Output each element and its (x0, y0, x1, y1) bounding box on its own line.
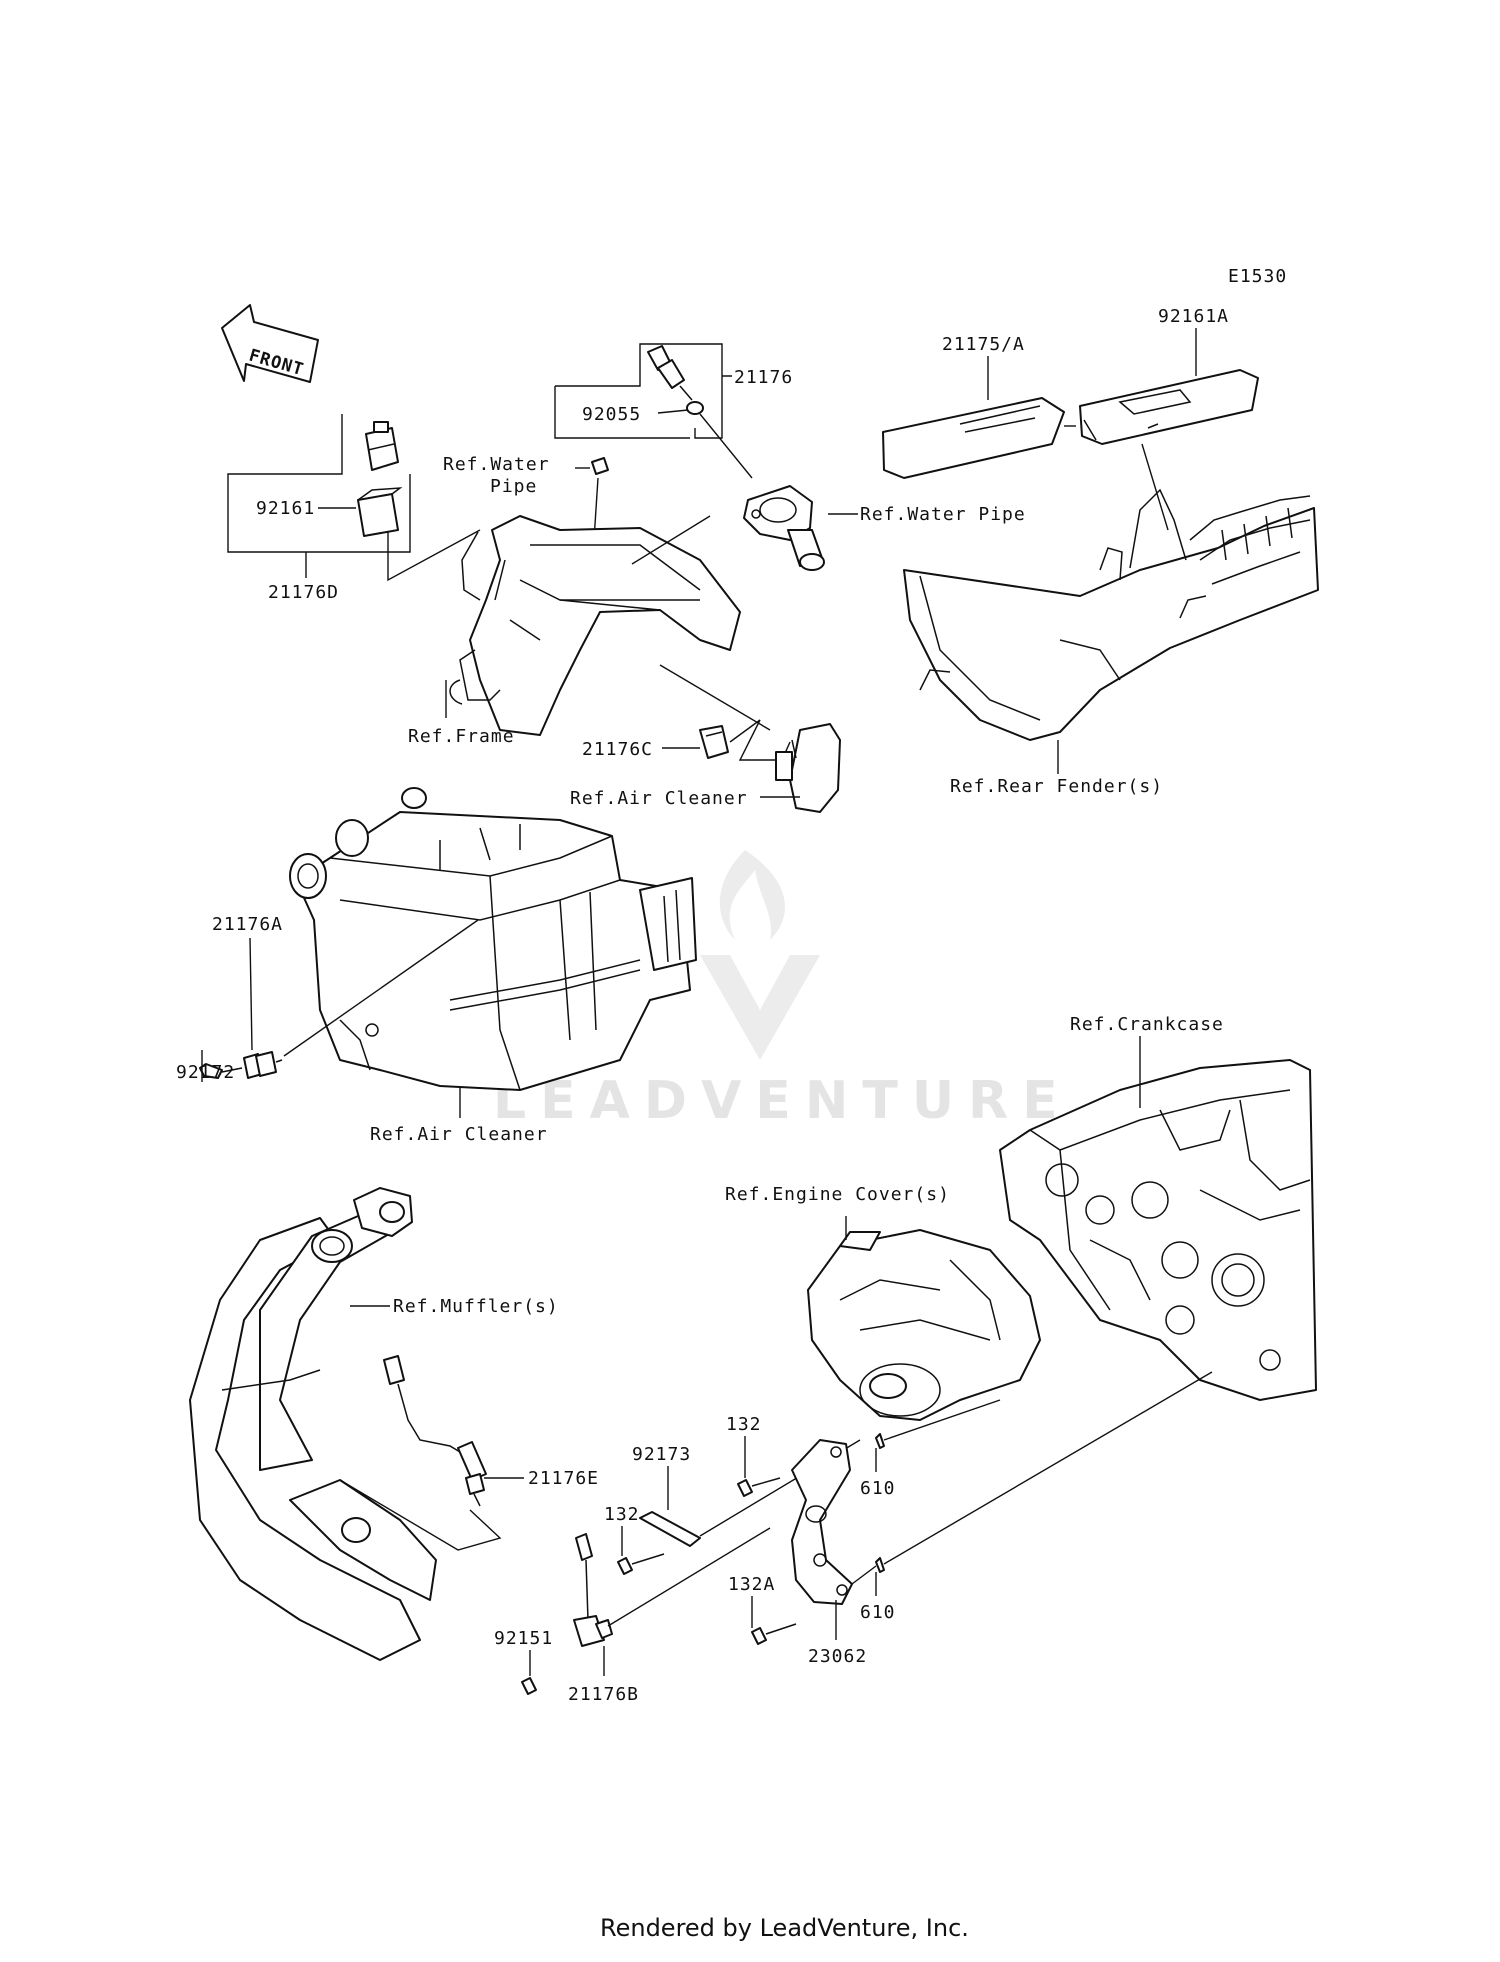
part-label-92055: 92055 (582, 404, 641, 425)
ref-water-pipe-2: Ref.Water Pipe (860, 504, 1026, 525)
part-label-610-upper: 610 (860, 1478, 896, 1499)
o-ring-92055 (686, 401, 704, 415)
relay-92161 (357, 487, 403, 537)
watermark: LEADVENTURE (493, 850, 1072, 1131)
relay-21176D-top (365, 421, 399, 471)
watermark-logo-icon (700, 850, 820, 1060)
part-label-92172-visible: 92172 (176, 1062, 235, 1083)
pin-610-lower (875, 1557, 885, 1573)
bracket-21176 (555, 343, 732, 439)
bolt-132-lower (617, 1553, 665, 1575)
speed-sensor-21176B (573, 1533, 613, 1647)
part-label-21176B: 21176B (568, 1684, 639, 1705)
sensor-21176C (699, 725, 729, 759)
diagram-code: E1530 (1228, 266, 1287, 287)
pin-610-upper (875, 1433, 885, 1449)
bracket-23062 (791, 1439, 853, 1605)
bolt-132A (751, 1623, 797, 1645)
ref-water-pipe-1a: Ref.Water (443, 454, 550, 475)
part-label-610-lower: 610 (860, 1602, 896, 1623)
part-label-21176E: 21176E (528, 1468, 599, 1489)
part-label-132A: 132A (728, 1574, 775, 1595)
pressure-sensor-21176 (647, 345, 693, 401)
ref-engine-cover: Ref.Engine Cover(s) (725, 1184, 950, 1205)
engine-cover (807, 1229, 1041, 1421)
part-label-23062: 23062 (808, 1646, 867, 1667)
screw-92151 (521, 1677, 537, 1695)
part-label-92161: 92161 (256, 498, 315, 519)
ref-crankcase: Ref.Crankcase (1070, 1014, 1224, 1035)
bolt (591, 457, 609, 475)
frame-part (449, 515, 741, 736)
clamp-92173 (639, 1511, 701, 1547)
part-label-92173: 92173 (632, 1444, 691, 1465)
part-label-92151: 92151 (494, 1628, 553, 1649)
ref-water-pipe-1b: Pipe (490, 476, 537, 497)
part-label-21176A: 21176A (212, 914, 283, 935)
rear-fender (903, 488, 1319, 741)
bracket-92161A (1079, 369, 1259, 445)
part-label-21176: 21176 (734, 367, 793, 388)
screw-92172 (199, 1063, 243, 1079)
front-arrow-icon: FRONT (221, 304, 319, 383)
part-label-92161A: 92161A (1158, 306, 1229, 327)
part-label-21175A: 21175/A (942, 334, 1025, 355)
sensor-21176A (243, 1051, 283, 1079)
part-label-132-upper: 132 (726, 1414, 762, 1435)
footer-credit: Rendered by LeadVenture, Inc. (600, 1914, 969, 1942)
ref-rear-fender: Ref.Rear Fender(s) (950, 776, 1163, 797)
crankcase (999, 1059, 1317, 1401)
bracket-21176D (227, 414, 481, 582)
watermark-text: LEADVENTURE (493, 1071, 1072, 1131)
ref-air-cleaner-2: Ref.Air Cleaner (370, 1124, 548, 1145)
air-cleaner-connector (775, 723, 841, 813)
part-label-132-lower: 132 (604, 1504, 640, 1525)
part-label-21176C: 21176C (582, 739, 653, 760)
air-cleaner-box (289, 787, 697, 1091)
bolt-132-upper (737, 1477, 781, 1497)
ref-frame: Ref.Frame (408, 726, 515, 747)
ref-muffler: Ref.Muffler(s) (393, 1296, 559, 1317)
ecu-21175A (882, 397, 1065, 479)
muffler-pipe (189, 1187, 437, 1661)
water-pipe-fitting (743, 485, 825, 571)
ref-air-cleaner-1: Ref.Air Cleaner (570, 788, 748, 809)
part-label-21176D: 21176D (268, 582, 339, 603)
oxygen-sensor-21176E (383, 1355, 487, 1507)
